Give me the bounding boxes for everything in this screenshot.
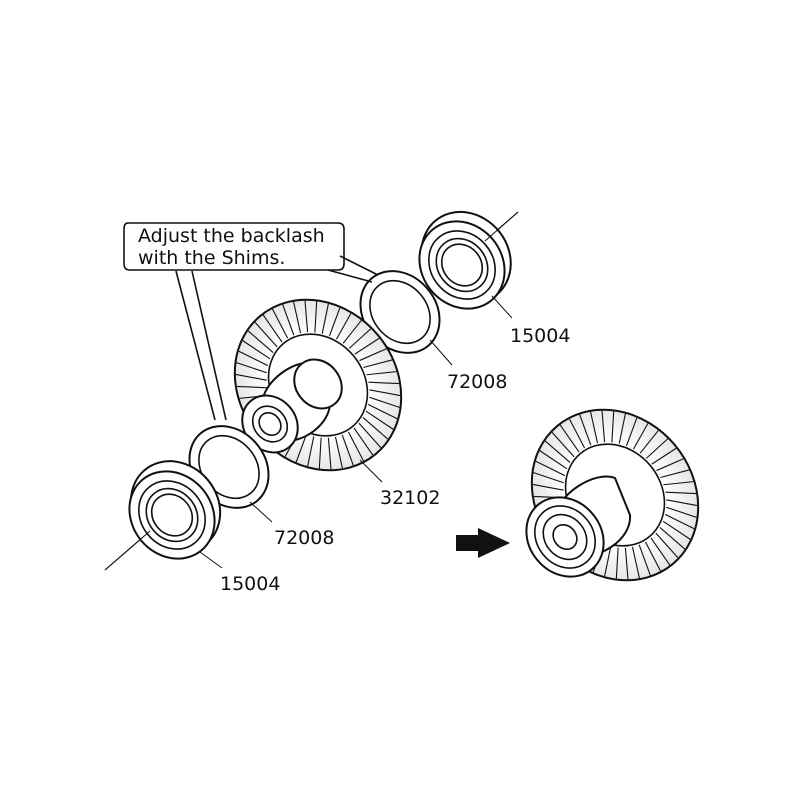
label-gear: 32102 xyxy=(380,487,440,509)
gear-tooth xyxy=(644,541,662,572)
gear-tooth xyxy=(247,330,274,353)
leader-bearing-bottom xyxy=(199,551,223,569)
arrow-right-icon xyxy=(456,528,510,558)
gear-tooth xyxy=(341,434,354,466)
gear-tooth xyxy=(659,527,686,550)
gear-tooth xyxy=(295,433,308,463)
gear-tooth xyxy=(544,440,571,463)
leader-shim-top xyxy=(429,339,453,366)
leader-shim-bottom xyxy=(249,501,273,523)
gear-tooth xyxy=(342,320,362,344)
gear-tooth xyxy=(660,469,690,479)
assembled-gear xyxy=(525,408,700,582)
gear-tooth xyxy=(348,328,372,349)
gear-tooth xyxy=(665,491,697,495)
bearing-bottom xyxy=(128,460,222,560)
gear-tooth xyxy=(318,437,322,469)
gear-tooth xyxy=(369,396,400,408)
gear-tooth xyxy=(639,430,659,454)
gear-tooth xyxy=(262,314,283,343)
gear-tooth xyxy=(664,513,695,530)
gear-tooth xyxy=(604,546,612,577)
gear-tooth xyxy=(663,481,694,486)
gear-tooth xyxy=(366,371,397,376)
gear-tooth xyxy=(368,381,400,385)
gear-tooth xyxy=(535,460,566,477)
gear-tooth xyxy=(359,348,387,362)
gear-tooth xyxy=(539,450,568,470)
gear-tooth xyxy=(559,424,580,453)
gear-tooth xyxy=(354,337,380,355)
bevel-gear xyxy=(233,298,403,472)
gear-tooth xyxy=(327,437,332,470)
gear-tooth xyxy=(666,506,697,518)
gear-tooth xyxy=(363,359,393,369)
callout-box: Adjust the backlash with the Shims. xyxy=(123,222,379,421)
gear-tooth xyxy=(334,436,343,469)
gear-tooth xyxy=(358,422,382,449)
gear-tooth xyxy=(532,483,564,491)
gear-tooth xyxy=(242,340,271,360)
gear-tooth xyxy=(365,410,394,430)
gear-tooth xyxy=(235,373,267,381)
bearing-top xyxy=(418,210,512,310)
label-shim-top: 72008 xyxy=(447,371,507,393)
gear-tooth xyxy=(633,423,649,450)
gear-tooth xyxy=(590,411,599,444)
gear-tooth xyxy=(638,544,651,576)
gear-tooth xyxy=(236,385,268,389)
gear-tooth xyxy=(656,458,684,472)
callout-line-2: with the Shims. xyxy=(138,247,285,269)
gear-tooth xyxy=(282,304,295,336)
gear-tooth xyxy=(611,411,615,443)
leader-bearing-top xyxy=(491,295,513,319)
gear-tooth xyxy=(314,301,318,333)
gear-tooth xyxy=(353,427,374,456)
gear-tooth xyxy=(238,350,269,367)
gear-tooth xyxy=(328,307,341,337)
gear-tooth xyxy=(551,431,575,458)
label-bearing-top: 15004 xyxy=(510,325,570,347)
label-shim-bottom: 72008 xyxy=(274,527,334,549)
callout-line-1: Adjust the backlash xyxy=(138,225,325,247)
gear-tooth xyxy=(650,537,671,566)
gear-tooth xyxy=(624,547,629,580)
gear-tooth xyxy=(615,547,619,579)
gear-tooth xyxy=(655,532,679,559)
gear-tooth xyxy=(307,436,315,467)
gear-tooth xyxy=(651,447,677,465)
gear-tooth xyxy=(533,472,564,484)
gear-tooth xyxy=(618,413,626,444)
gear-tooth xyxy=(631,546,640,579)
gear-tooth xyxy=(304,300,309,333)
gear-tooth xyxy=(645,438,669,459)
gear-tooth xyxy=(579,414,592,446)
gear-tooth xyxy=(601,410,606,443)
gear-tooth xyxy=(662,520,691,540)
gear-tooth xyxy=(321,303,329,334)
gear-tooth xyxy=(362,417,389,440)
gear-tooth xyxy=(367,403,398,420)
gear-tooth xyxy=(625,417,638,447)
gear-tooth xyxy=(336,313,352,340)
gear-tooth xyxy=(347,431,365,462)
gear-tooth xyxy=(666,499,698,507)
gear-tooth xyxy=(254,321,278,348)
gear-tooth xyxy=(271,308,289,339)
gear-tooth xyxy=(236,362,267,374)
leader-gear xyxy=(359,459,383,483)
label-bearing-bottom: 15004 xyxy=(220,573,280,595)
gear-tooth xyxy=(568,418,586,449)
gear-tooth xyxy=(369,389,401,397)
gear-tooth xyxy=(293,301,302,334)
